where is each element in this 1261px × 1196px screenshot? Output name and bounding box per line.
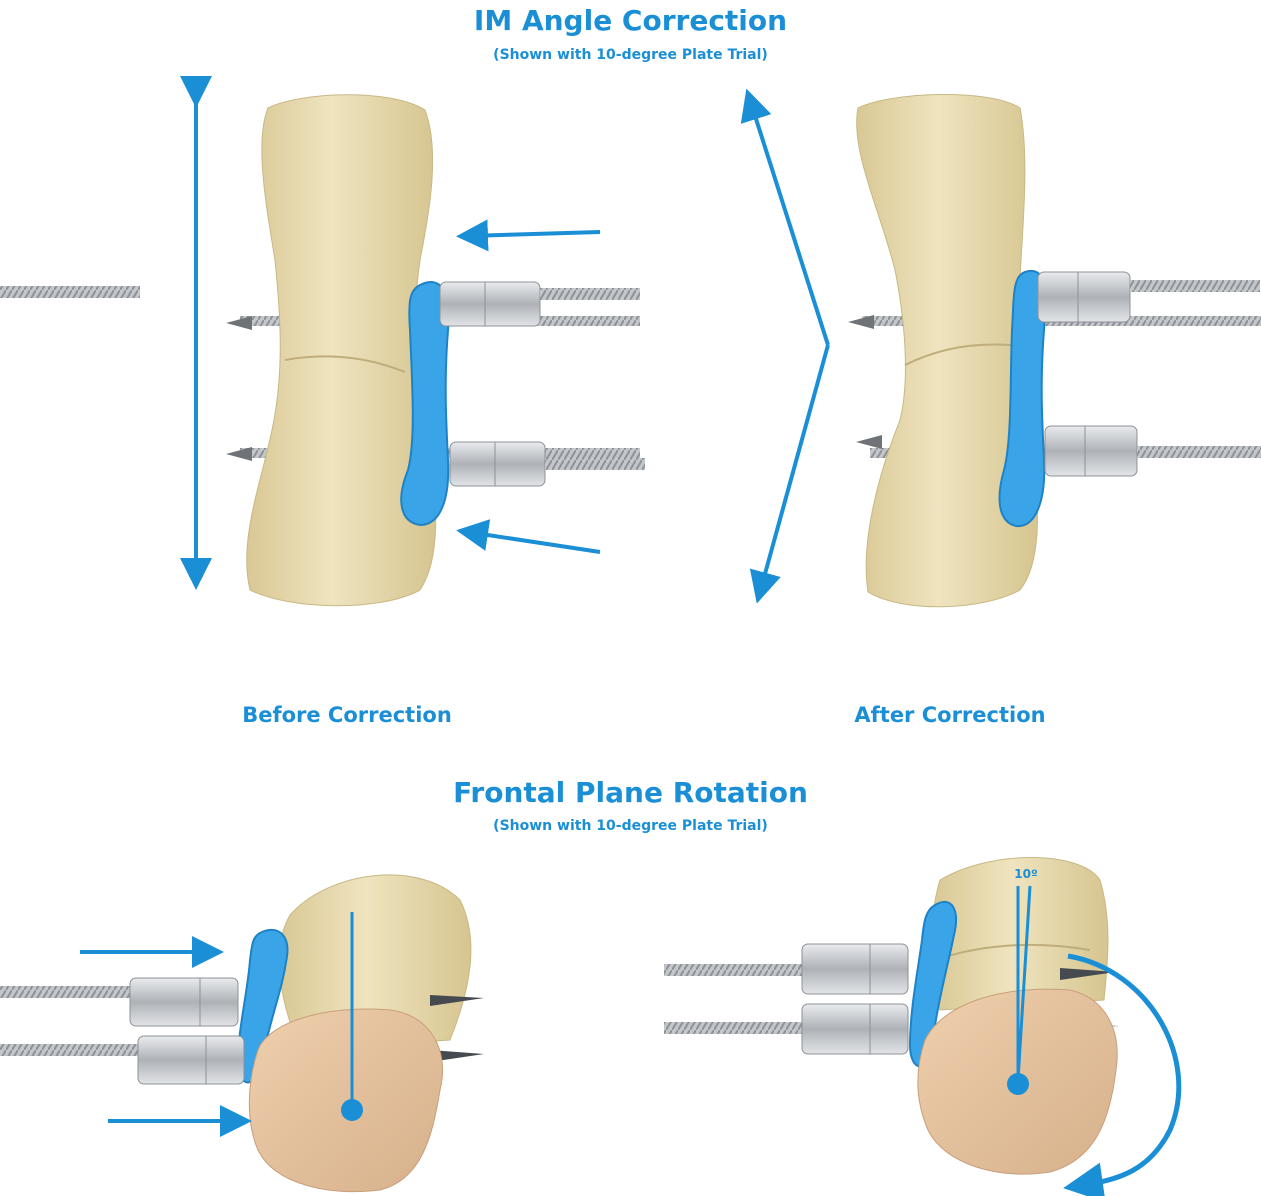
rotation-angle-label: 10º — [1014, 867, 1038, 881]
bone-end-frontal-before — [249, 1009, 442, 1191]
hex-nut-lower-before — [450, 442, 545, 486]
metatarsal-bone-before — [247, 95, 436, 606]
angle-arrow-lower-arm — [760, 345, 828, 592]
hex-nut-lower-frontal-after — [802, 1004, 908, 1054]
after-correction-illustration — [848, 94, 1261, 606]
angle-arrow-upper-arm — [750, 100, 828, 345]
before-correction-illustration — [226, 95, 645, 606]
k-wire-lower-after — [856, 435, 882, 449]
hex-nut-upper-after — [1038, 272, 1130, 322]
hex-nut-upper-frontal-after — [802, 944, 908, 994]
k-wire-upper-after — [848, 315, 874, 329]
hex-nut-upper-frontal-before — [130, 978, 238, 1026]
hex-nut-lower-frontal-before — [138, 1036, 244, 1084]
hex-nut-lower-after — [1045, 426, 1137, 476]
hex-nut-upper-before — [440, 282, 540, 326]
axis-dot-frontal-before — [341, 1099, 363, 1121]
axis-dot-frontal-after — [1007, 1073, 1029, 1095]
frontal-plane-after-illustration: 10º — [664, 858, 1120, 1175]
compression-arrow-lower — [468, 532, 600, 552]
compression-arrow-upper — [468, 232, 600, 236]
